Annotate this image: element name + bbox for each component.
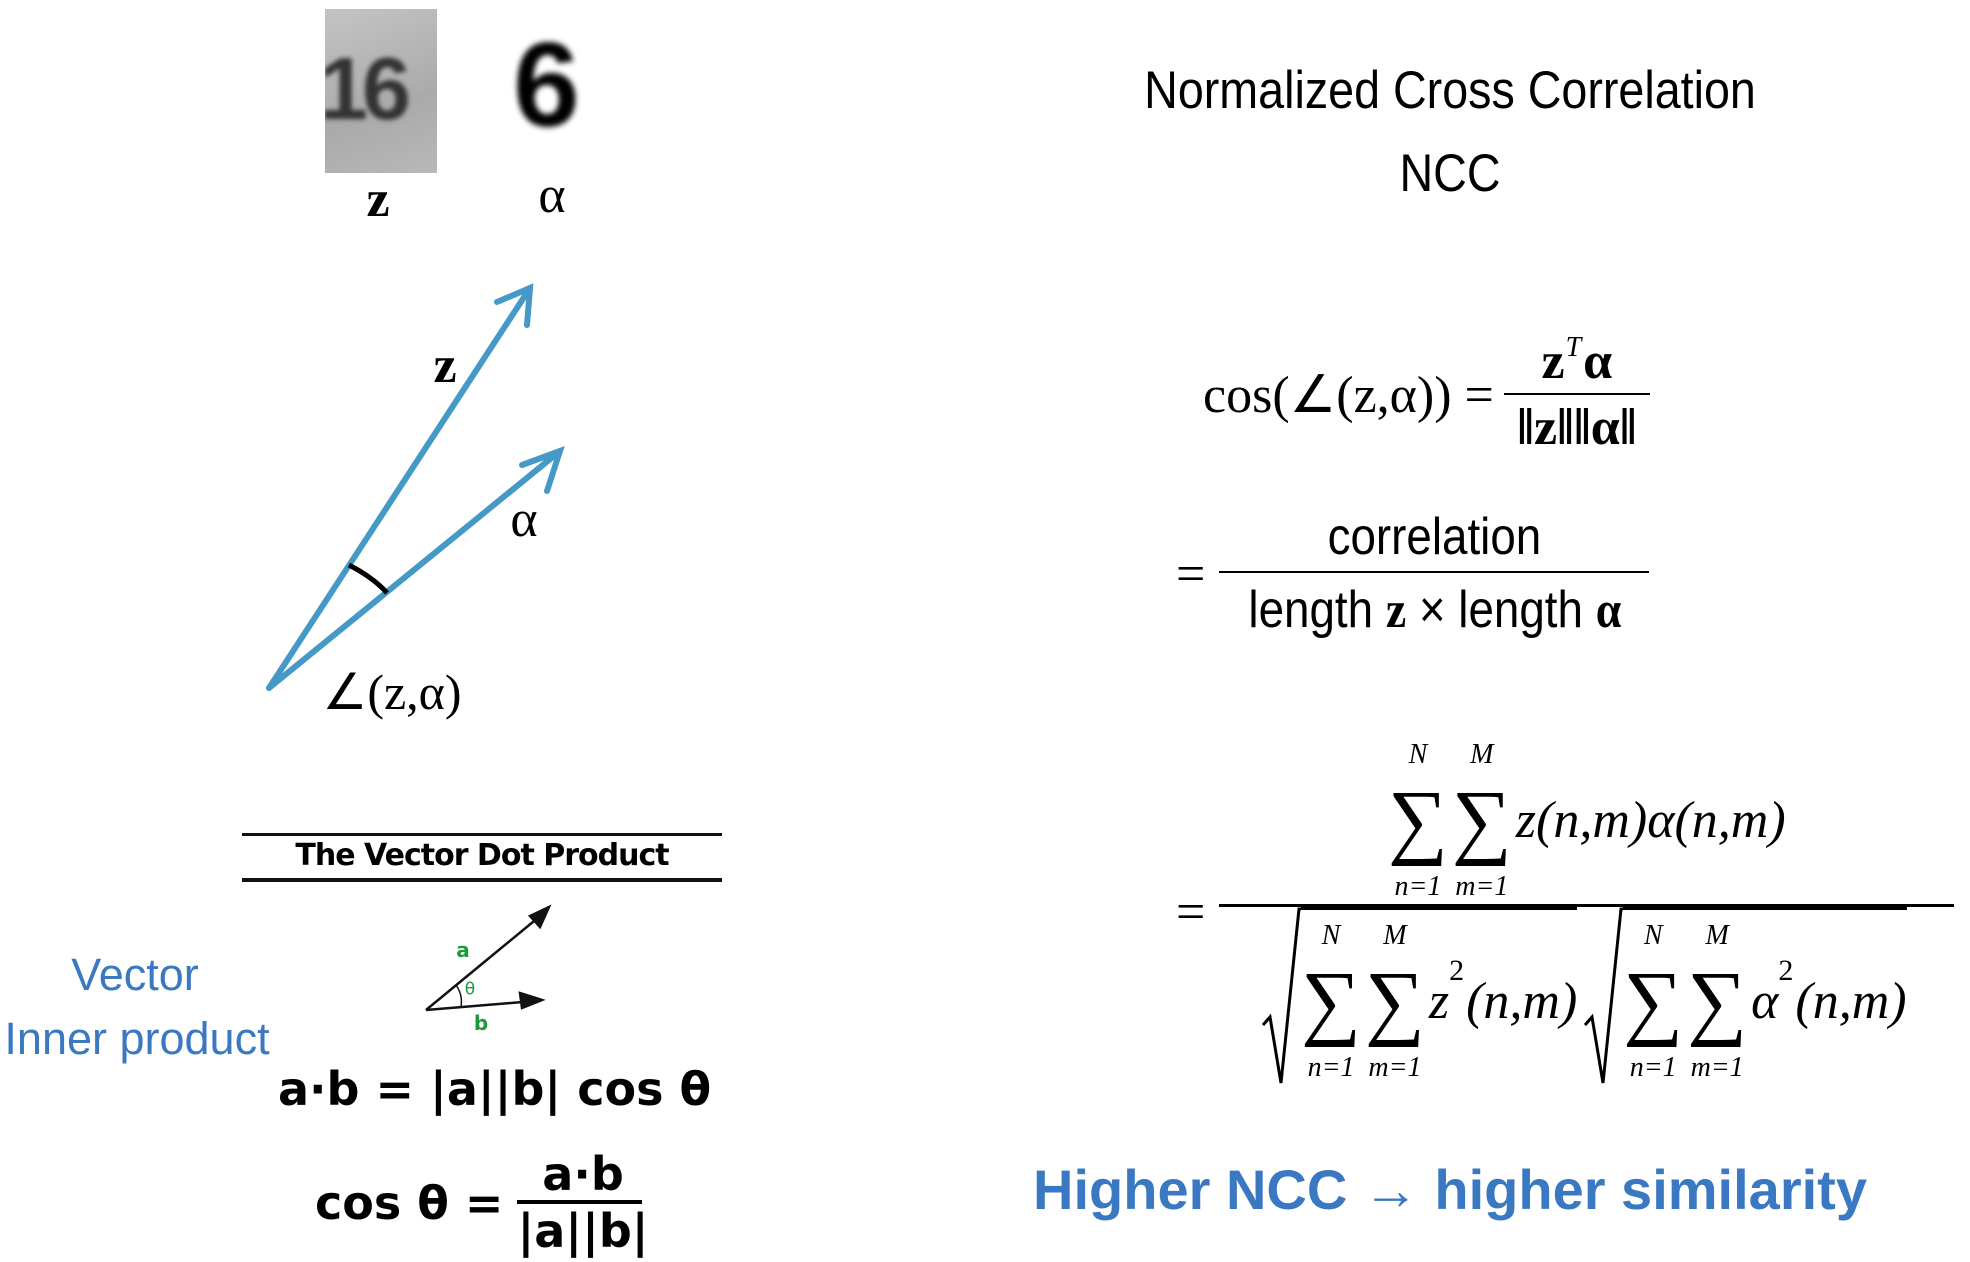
sqrt-icon [1584,907,1624,1084]
length-z: z [1385,581,1406,639]
sqrt-icon [1261,907,1302,1084]
z-base: z [1428,972,1450,1030]
page-title: Normalized Cross Correlation [1144,61,1756,120]
exponent: 2 [1778,954,1794,987]
sum-m: M∑m=1 [1451,739,1512,902]
small-dot-product-diagram [425,904,552,1012]
length-alpha: α [1595,581,1621,639]
vector-z-arrowhead [494,283,534,328]
times-length-text: × length [1405,580,1596,639]
correlation-denominator: length z × length α [1248,573,1621,648]
conclusion-text: Higher NCC → higher similarity [1033,1158,1867,1221]
cosine-lhs: cos(∠(z,α)) = [1203,367,1494,424]
vector-label-alpha: α [510,491,538,548]
template-image-alpha: 6 [505,20,610,150]
patch-image-text: 16 [325,39,411,138]
cosine-denominator: ‖z‖‖α‖ [1517,399,1637,456]
vector-alpha-arrow [266,448,563,691]
arguments: (n,m) [1466,972,1578,1030]
cos-theta-denominator: |a||b| [517,1204,649,1258]
sum-n: N∑n=1 [1623,919,1684,1083]
patch-image-z: 16 [325,9,437,173]
sum-n: N∑n=1 [1387,739,1448,902]
transpose-superscript: T [1565,332,1582,363]
sum-m: M∑m=1 [1687,919,1748,1083]
side-label-inner-product: Inner product [4,1013,270,1064]
sum-n: N∑n=1 [1301,919,1361,1083]
cosine-numerator-z: z [1541,333,1565,390]
equals-sign: = [1176,546,1206,603]
correlation-fraction: correlation length z × length α [1219,503,1650,648]
exponent: 2 [1449,954,1465,987]
alpha-base: α [1751,972,1779,1030]
correlation-formula: = correlation length z × length α [1176,500,1650,650]
dot-product-equation: a·b = |a||b| cos θ [278,1062,712,1116]
correlation-numerator: correlation [1327,507,1542,566]
length-text: length [1247,580,1386,639]
cos-theta-numerator: a·b [542,1147,624,1201]
dot-product-title: The Vector Dot Product [242,833,722,882]
fraction-bar [517,1200,643,1204]
cosine-numerator-alpha: α [1583,333,1613,390]
cos-theta-lhs: cos θ = [315,1176,504,1230]
label-z: z [366,171,390,228]
ncc-numerator: N∑n=1 M∑m=1 z(n,m)α(n,m) [1388,738,1786,904]
angle-arc-icon [347,562,389,595]
cos-theta-equation: cos θ = a·b |a||b| [315,1148,649,1258]
label-alpha: α [538,167,566,224]
numerator-term: z(n,m)α(n,m) [1515,792,1786,849]
side-label-vector: Vector [71,949,199,1000]
sum-m: M∑m=1 [1364,919,1425,1083]
fraction-bar [1219,904,1955,907]
small-label-theta: θ [464,979,476,1000]
small-label-b: b [473,1011,489,1035]
ncc-sum-formula: = N∑n=1 M∑m=1 z(n,m)α(n,m) N∑n=1 M∑m=1 z… [1176,738,1955,1087]
arguments: (n,m) [1795,972,1907,1030]
equals-sign: = [1176,883,1206,941]
template-image-text: 6 [513,20,580,150]
angle-label: ∠(z,α) [322,664,462,720]
page-subtitle: NCC [1399,144,1501,203]
vector-label-z: z [433,337,457,394]
cos-theta-fraction: a·b |a||b| [517,1147,649,1258]
vector-arrows [266,283,565,691]
vector-alpha-arrowhead [519,446,565,494]
fraction-bar [1219,570,1650,573]
vector-z-arrow [266,285,533,691]
small-label-a: a [456,938,470,962]
fraction-bar [1503,393,1650,395]
